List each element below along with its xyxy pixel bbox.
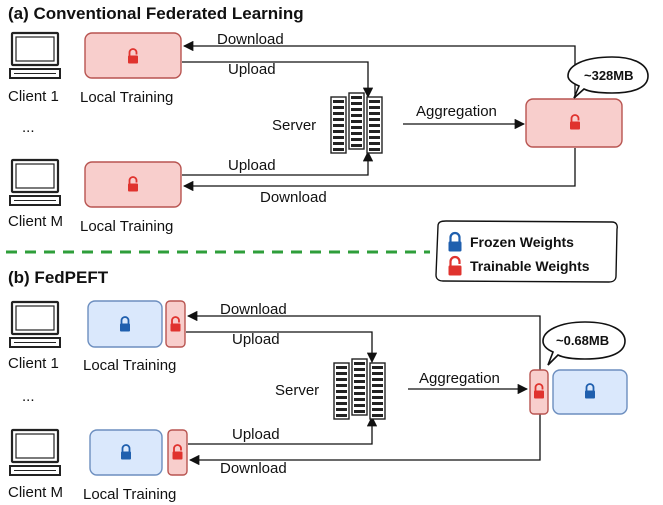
client-1-label: Client 1	[8, 355, 59, 372]
upload-arrow	[182, 150, 374, 176]
size-callout-text: ~0.68MB	[556, 333, 609, 348]
size-callout-bubble	[542, 321, 626, 366]
client-1-computer-icon	[8, 300, 62, 349]
size-callout-bubble	[567, 56, 649, 99]
upload-arrow	[182, 61, 374, 99]
server-icon	[331, 93, 382, 153]
upload-label: Upload	[232, 426, 280, 443]
local-training-label: Local Training	[80, 89, 173, 106]
download-label: Download	[217, 31, 284, 48]
legend-frozen-label: Frozen Weights	[470, 234, 574, 250]
client-1-computer-icon	[8, 31, 62, 80]
upload-arrow	[186, 331, 378, 364]
aggregation-label: Aggregation	[416, 103, 497, 120]
legend-trainable-label: Trainable Weights	[470, 258, 590, 274]
legend: Frozen Weights Trainable Weights	[435, 220, 618, 283]
local-training-label: Local Training	[83, 357, 176, 374]
client-1-label: Client 1	[8, 88, 59, 105]
download-arrow	[182, 148, 576, 192]
server-icon	[334, 359, 385, 419]
download-arrow	[188, 414, 541, 466]
upload-label: Upload	[228, 61, 276, 78]
local-training-label: Local Training	[80, 218, 173, 235]
download-label: Download	[260, 189, 327, 206]
frozen-lock-icon	[448, 231, 462, 252]
section-a-title: (a) Conventional Federated Learning	[8, 4, 304, 23]
aggregation-label: Aggregation	[419, 370, 500, 387]
legend-box	[435, 220, 618, 283]
section-b-title: (b) FedPEFT	[8, 268, 109, 287]
server-label: Server	[275, 382, 319, 399]
download-label: Download	[220, 301, 287, 318]
client-m-computer-icon	[8, 158, 62, 207]
upload-label: Upload	[232, 331, 280, 348]
size-callout-text: ~328MB	[584, 68, 634, 83]
download-arrow	[186, 310, 541, 370]
local-training-label: Local Training	[83, 486, 176, 503]
client-m-label: Client M	[8, 484, 63, 501]
ellipsis: ...	[22, 388, 35, 405]
ellipsis: ...	[22, 119, 35, 136]
upload-arrow	[188, 415, 378, 445]
trainable-lock-icon	[448, 255, 462, 276]
client-m-label: Client M	[8, 213, 63, 230]
upload-label: Upload	[228, 157, 276, 174]
download-label: Download	[220, 460, 287, 477]
server-label: Server	[272, 117, 316, 134]
client-m-computer-icon	[8, 428, 62, 477]
